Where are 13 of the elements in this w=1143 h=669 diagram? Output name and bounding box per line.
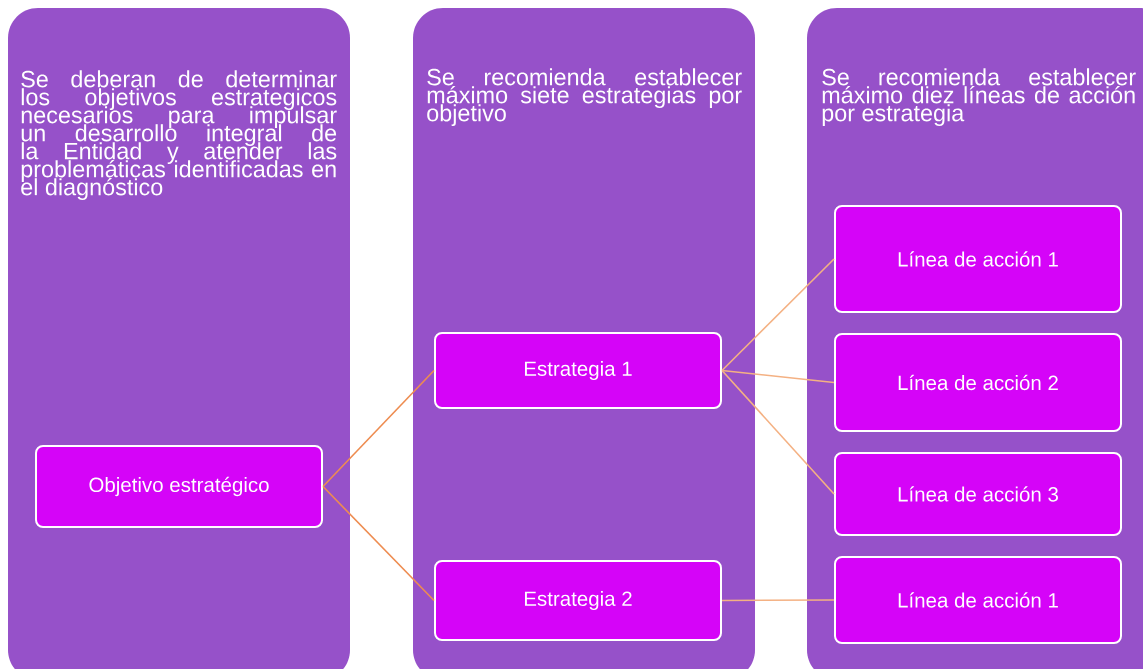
connector-line [721, 369, 835, 384]
process-box: Objetivo estratégico [35, 445, 323, 528]
connector-line [721, 369, 835, 495]
connector-line [721, 599, 835, 602]
process-box: Línea de acción 1 [834, 205, 1122, 313]
process-box: Estrategia 2 [434, 560, 722, 641]
connector-line [721, 258, 835, 372]
connector-line [322, 369, 435, 488]
process-box: Línea de acción 1 [834, 556, 1122, 644]
process-box: Línea de acción 2 [834, 333, 1122, 432]
process-box: Línea de acción 3 [834, 452, 1122, 536]
process-box: Estrategia 1 [434, 332, 722, 409]
connector-line [322, 485, 435, 602]
